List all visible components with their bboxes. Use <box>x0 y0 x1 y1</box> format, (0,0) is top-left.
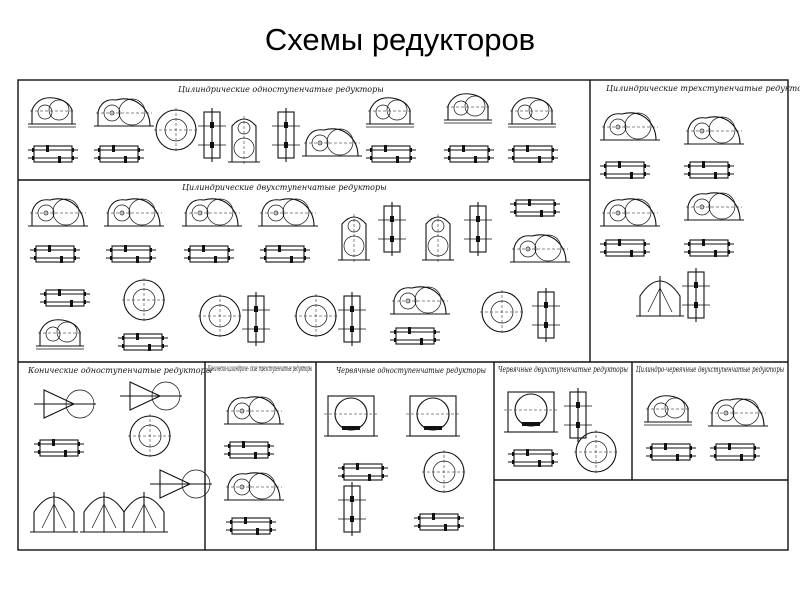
section-title-cyl-2: Цилиндрические двухступенчатые редукторы <box>182 183 387 192</box>
section-title-cyl-3: Цилиндрические трехступенчатые редукторы <box>606 84 800 93</box>
section-title-cyl-3-line: Цилиндрические трехступенчатые редукторы <box>606 84 800 93</box>
scheme-group-bevel-cyl-3 <box>223 396 285 536</box>
section-title-bevel-1: Конические одноступенчатые редукторы <box>27 366 212 375</box>
section-title-worm-2: Червячные двухступенчатые редукторы <box>498 365 628 374</box>
scheme-group-cyl-worm <box>643 395 769 462</box>
scheme-group-worm-1 <box>323 395 467 537</box>
scheme-group-bevel-1 <box>29 381 213 533</box>
scheme-group-cyl-2 <box>27 198 571 352</box>
page-title: Схемы редукторов <box>264 22 536 57</box>
section-title-worm-1: Червячные одноступенчатые редукторы <box>336 366 486 375</box>
section-title-bevel-cyl-3: Коническо-цилиндриче- ские трехступенчат… <box>208 364 312 373</box>
outer-frame <box>17 79 789 551</box>
scheme-group-cyl-1 <box>27 93 559 165</box>
scheme-group-worm-2 <box>503 387 619 475</box>
section-title-cyl-worm: Цилиндро-червячные двухступенчатые редук… <box>636 365 784 374</box>
section-title-cyl-1: Цилиндрические одноступенчатые редукторы <box>178 85 384 94</box>
scheme-group-cyl-3 <box>599 112 745 323</box>
